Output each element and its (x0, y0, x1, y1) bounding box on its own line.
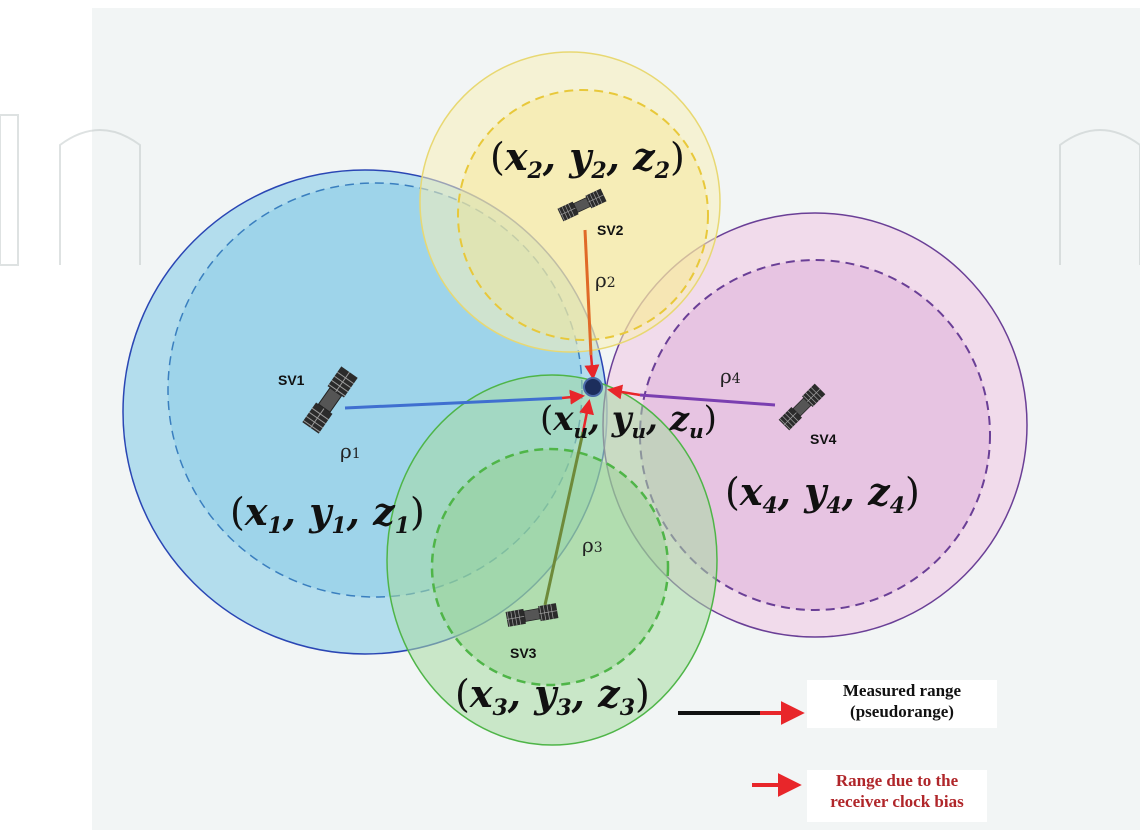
sv3-range-line (543, 431, 585, 606)
sv2-coordinates: (x2, y2, z2) (490, 134, 685, 184)
sv4-inner-range-circle (639, 259, 991, 611)
legend-clock-bias: Range due to the receiver clock bias (807, 770, 987, 822)
sv4-coordinates: (x4, y4, z4) (725, 469, 920, 519)
rho4-label: ρ4 (720, 364, 741, 388)
receiver-coordinates: (xu, yu, zu) (540, 399, 717, 443)
rho2-label: ρ2 (595, 268, 616, 292)
sv1-coordinates: (x1, y1, z1) (230, 489, 425, 539)
sv4-range-line (639, 393, 776, 407)
sv2-range-line (583, 229, 593, 356)
watermark (0, 114, 1140, 266)
sv1-bias-arrow (561, 389, 585, 405)
sv2-inner-range-circle (457, 89, 709, 341)
legend-measured-line1: Measured range (842, 681, 962, 700)
legend-bias-line2: receiver clock bias (830, 792, 964, 811)
sv1-label: SV1 (278, 372, 305, 388)
sv3-inner-range-circle (430, 447, 670, 687)
sv4-label: SV4 (810, 431, 837, 447)
sv4-bias-arrow (607, 384, 641, 400)
receiver-dot (583, 377, 603, 397)
legend-measured-range: Measured range (pseudorange) (807, 680, 997, 728)
rho1-label: ρ1 (340, 439, 361, 463)
sv2-bias-arrow (584, 354, 600, 380)
sv3-label: SV3 (510, 645, 537, 661)
legend-bias-line1: Range due to the (835, 771, 959, 790)
sv3-bias-arrow (579, 399, 595, 433)
sv2-label: SV2 (597, 222, 624, 238)
sv1-range-line (344, 396, 563, 410)
rho3-label: ρ3 (582, 533, 603, 557)
sv2-outer-range-circle (419, 51, 721, 353)
legend-measured-line2: (pseudorange) (850, 702, 954, 721)
sv3-coordinates: (x3, y3, z3) (455, 671, 650, 721)
